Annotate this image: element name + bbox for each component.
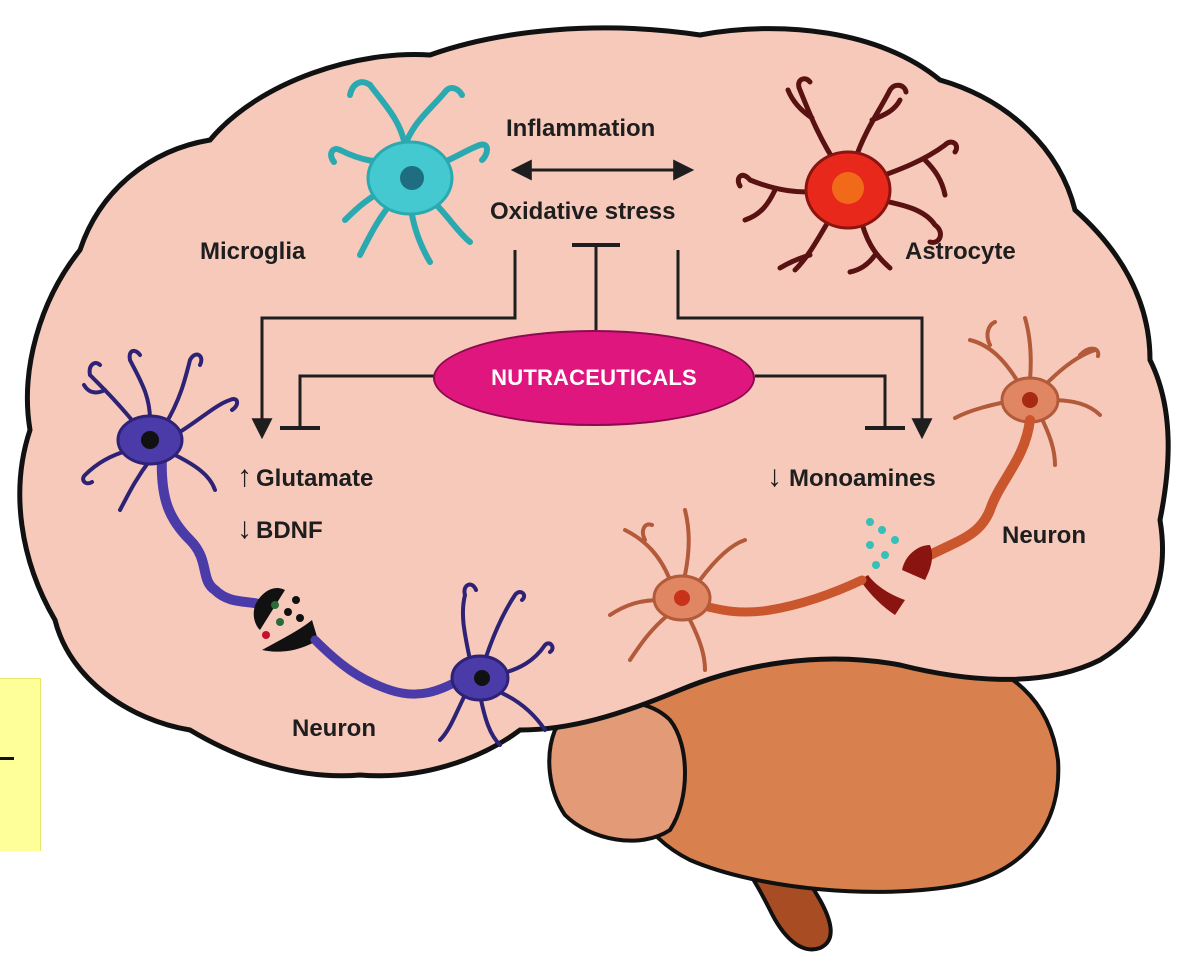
glutamate-arrow: ↑ (237, 463, 252, 491)
inflammation-label: Inflammation (506, 115, 655, 143)
nutraceuticals-ellipse: NUTRACEUTICALS (433, 330, 755, 426)
bdnf-arrow: ↓ (237, 515, 252, 543)
monoamines-label: Monoamines (789, 465, 936, 493)
bdnf-label: BDNF (256, 517, 323, 545)
left-neuron-nucleus (141, 431, 159, 449)
right-neuron-nucleus-top (1022, 392, 1038, 408)
neuron-right-label: Neuron (1002, 522, 1086, 550)
sticky-note-mark (0, 757, 14, 760)
monoamines-arrow: ↓ (767, 463, 782, 491)
nutraceuticals-label: NUTRACEUTICALS (491, 365, 697, 391)
astrocyte-label: Astrocyte (905, 238, 1016, 266)
right-neuron-nucleus-bottom (674, 590, 690, 606)
glutamate-label: Glutamate (256, 465, 373, 493)
oxidative-stress-label: Oxidative stress (490, 198, 675, 226)
sticky-note (0, 678, 41, 851)
microglia-nucleus (400, 166, 424, 190)
microglia-label: Microglia (200, 238, 305, 266)
neuron-left-label: Neuron (292, 715, 376, 743)
astrocyte-nucleus (832, 172, 864, 204)
left-neuron-nucleus-bottom (474, 670, 490, 686)
